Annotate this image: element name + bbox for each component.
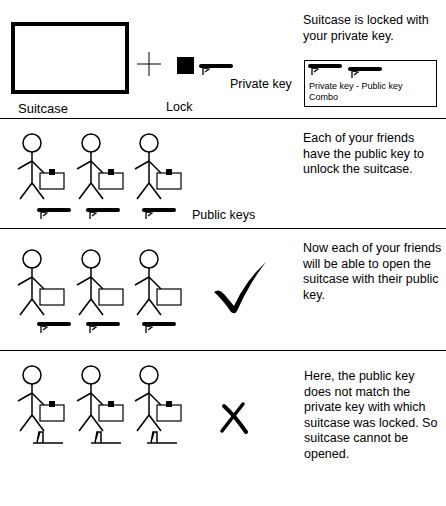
- suitcase-box: Suitcase: [11, 22, 129, 117]
- key-combo-box: Private key - Public key Combo: [304, 60, 437, 107]
- box-caption: Private key - Public key Combo: [309, 81, 432, 103]
- part-label: Public keys: [192, 208, 282, 224]
- panel-note: Each of your friends have the public key…: [303, 131, 443, 178]
- part-label: Lock: [166, 100, 226, 116]
- part-label: Suitcase: [18, 101, 129, 117]
- suitcase-outline: [11, 22, 129, 94]
- panel-note: Suitcase is locked with your private key…: [303, 13, 443, 44]
- panel-note: Now each of your friends will be able to…: [303, 241, 443, 303]
- panel-note: Here, the public key does not match the …: [304, 369, 444, 462]
- part-label: Private key: [230, 77, 302, 93]
